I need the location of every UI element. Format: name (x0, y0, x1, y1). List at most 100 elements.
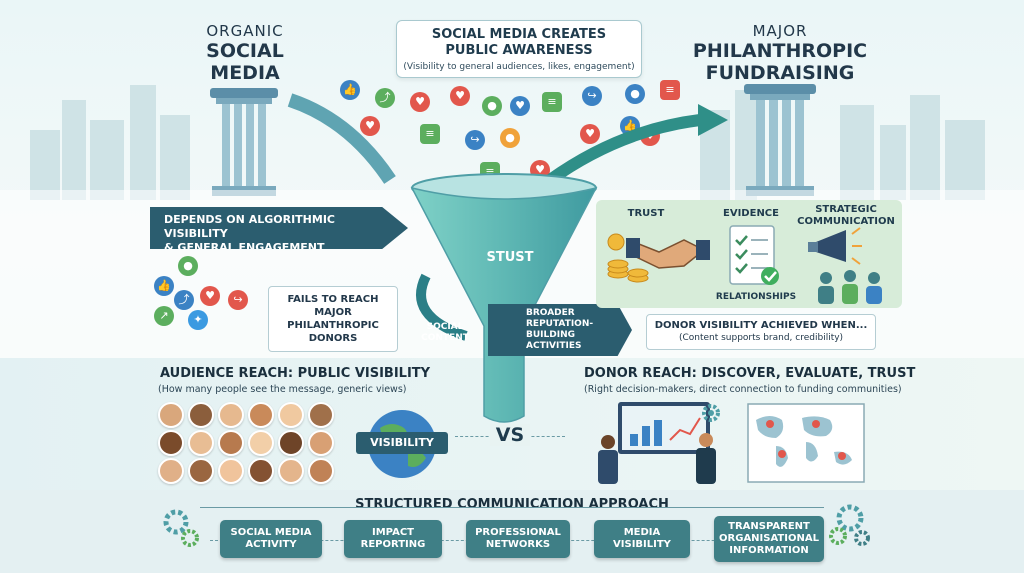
avatar (248, 402, 274, 428)
heart-icon: ♥ (580, 124, 600, 144)
avatar (188, 402, 214, 428)
step-5-line1: TRANSPARENT (728, 521, 810, 532)
heart-icon: ♥ (410, 92, 430, 112)
vs-label: VS (490, 424, 530, 446)
callout-subtitle: (Visibility to general audiences, likes,… (403, 62, 635, 72)
like-icon: 👍 (340, 80, 360, 100)
top-callout: SOCIAL MEDIA CREATES PUBLIC AWARENESS (V… (396, 20, 642, 78)
avatar (188, 430, 214, 456)
user-icon: ● (482, 96, 502, 116)
avatar (218, 430, 244, 456)
twitter-icon: ✦ (188, 310, 208, 330)
step-5-line2: ORGANISATIONAL (719, 533, 819, 544)
donor-reach-subtitle: (Right decision-makers, direct connectio… (584, 384, 902, 395)
step-4-line2: VISIBILITY (613, 539, 671, 550)
step-2-line2: REPORTING (360, 539, 426, 550)
avatar (218, 458, 244, 484)
gear-icon (829, 504, 870, 546)
avatar (158, 402, 184, 428)
step-3-line1: PROFESSIONAL (475, 527, 561, 538)
avatar (218, 402, 244, 428)
step-1-line2: ACTIVITY (245, 539, 297, 550)
step-2-line1: IMPACT (372, 527, 414, 538)
donor-visibility-title: DONOR VISIBILITY ACHIEVED WHEN... (654, 320, 868, 331)
step-4-line1: MEDIA (623, 527, 661, 538)
step-1-line1: SOCIAL MEDIA (230, 527, 312, 538)
avatar (248, 430, 274, 456)
avatar (308, 458, 334, 484)
right-pillar-icon (744, 84, 816, 196)
map-icon (747, 403, 865, 483)
funnel-label: STUST (486, 250, 534, 265)
share-icon: ⤴ (174, 290, 194, 310)
audience-reach-title: AUDIENCE REACH: PUBLIC VISIBILITY (160, 366, 431, 381)
heart-icon: ♥ (510, 96, 530, 116)
avatar (308, 430, 334, 456)
user-icon: ● (500, 128, 520, 148)
chat-icon: ≡ (542, 92, 562, 112)
callout-title-line1: SOCIAL MEDIA CREATES (431, 27, 607, 42)
like-icon: ♥ (360, 116, 380, 136)
step-5-line3: INFORMATION (729, 545, 809, 556)
left-column-title: ORGANIC SOCIAL MEDIA (180, 22, 310, 84)
left-title-line3: MEDIA (210, 62, 280, 84)
flow-arrows (287, 93, 728, 185)
banner-line1: DEPENDS ON ALGORITHMIC VISIBILITY (164, 213, 335, 240)
funnel-graphic (410, 173, 598, 423)
share-icon: ↪ (228, 290, 248, 310)
avatar (248, 458, 274, 484)
chat-icon: ≡ (660, 80, 680, 100)
visibility-tag: VISIBILITY (356, 432, 448, 454)
chat-icon: ≡ (420, 124, 440, 144)
audience-reach-subtitle: (How many people see the message, generi… (158, 384, 407, 395)
social-content-line2: CONTENT (421, 333, 469, 343)
heart-icon: ♥ (450, 86, 470, 106)
approach-title: STRUCTURED COMMUNICATION APPROACH (355, 497, 669, 512)
strategic-line2: COMMUNICATION (797, 216, 895, 227)
note-line1: FAILS TO REACH (287, 294, 379, 305)
avatar (158, 458, 184, 484)
left-social-icons: ● 👍 ⤴ ♥ ↪ ✦ ↗ (148, 250, 258, 330)
right-column-title: MAJOR PHILANTHROPIC FUNDRAISING (690, 22, 870, 84)
strategic-communication-label: STRATEGIC COMMUNICATION (796, 204, 896, 228)
share-icon: ⤴ (375, 88, 395, 108)
document-icon (729, 225, 779, 285)
user-icon: ● (625, 84, 645, 104)
gear-icon (163, 509, 199, 547)
evidence-label: EVIDENCE (723, 208, 779, 219)
left-title-line1: ORGANIC (206, 22, 284, 40)
social-content-label: SOCIAL CONTENT (410, 322, 480, 344)
right-title-line2: PHILANTHROPIC (692, 40, 868, 62)
like-icon: 👍 (154, 276, 174, 296)
rep-line3: BUILDING (526, 330, 575, 340)
algorithmic-visibility-banner: DEPENDS ON ALGORITHMIC VISIBILITY & GENE… (150, 207, 408, 249)
handshake-icon (607, 233, 710, 283)
callout-title-line2: PUBLIC AWARENESS (445, 43, 593, 58)
reputation-building-arrow: BROADER REPUTATION- BUILDING ACTIVITIES (488, 304, 632, 356)
donor-visibility-subtitle: (Content supports brand, credibility) (678, 333, 844, 343)
note-line3: DONORS (308, 333, 358, 344)
banner-line2: & GENERAL ENGAGEMENT (164, 241, 325, 254)
relationships-label: RELATIONSHIPS (715, 292, 797, 302)
city-skyline-background (30, 85, 985, 200)
user-icon: ↗ (154, 306, 174, 326)
step-3-line2: NETWORKS (485, 539, 551, 550)
gear-icon (702, 404, 720, 422)
presentation-icon (598, 402, 716, 484)
donor-visibility-callout: DONOR VISIBILITY ACHIEVED WHEN... (Conte… (646, 314, 876, 350)
avatar (188, 458, 214, 484)
avatar (278, 430, 304, 456)
audience-faces-grid (158, 402, 338, 484)
megaphone-icon (808, 227, 882, 304)
avatar (308, 402, 334, 428)
right-title-line3: FUNDRAISING (705, 62, 855, 84)
avatar (278, 458, 304, 484)
rep-line2: REPUTATION- (526, 319, 594, 329)
share-icon: ↪ (465, 130, 485, 150)
left-pillar-icon (210, 88, 278, 196)
